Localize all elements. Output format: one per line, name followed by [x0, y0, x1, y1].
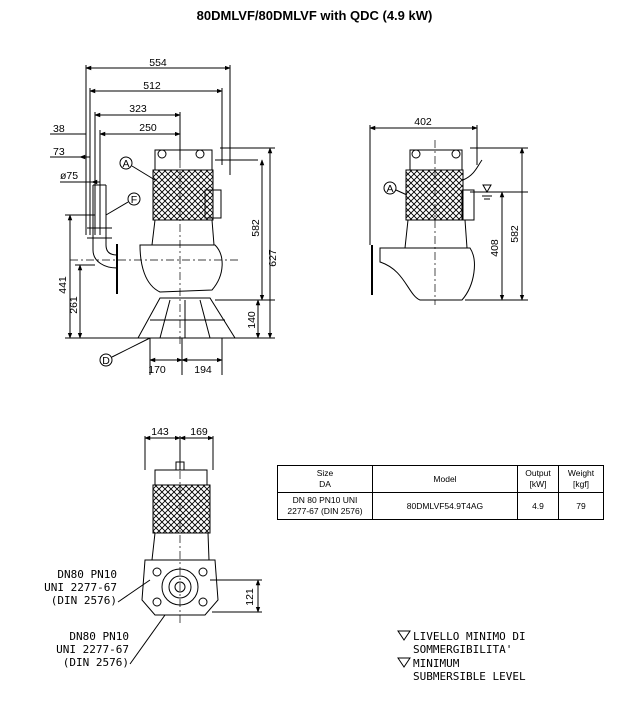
- level-triangle-icon: [397, 657, 411, 668]
- cell-size: DN 80 PN10 UNI 2277-67 (DIN 2576): [277, 492, 373, 520]
- dim-121: 121: [244, 588, 256, 606]
- dim-408: 408: [489, 239, 501, 257]
- table-row: DN 80 PN10 UNI 2277-67 (DIN 2576) 80DMLV…: [277, 492, 604, 520]
- balloon-a: A: [122, 158, 129, 170]
- dim-441: 441: [57, 276, 69, 294]
- front-view: [369, 125, 528, 305]
- callout-1-line-3: (DIN 2576): [51, 594, 117, 607]
- table-header-row: Size DA Model Output [kW] Weight [kgf]: [277, 465, 604, 493]
- callout-flange-2: DN80 PN10 UNI 2277-67 (DIN 2576): [56, 630, 129, 669]
- side-view-dimensions: 554 512 323 250 38 73 ø75 441 261 582 62…: [53, 57, 279, 376]
- bottom-view: [117, 435, 262, 665]
- dim-323: 323: [129, 103, 147, 115]
- level-triangle-icon: [397, 630, 411, 641]
- callout-1-line-2: UNI 2277-67: [44, 581, 117, 594]
- dim-261: 261: [68, 296, 80, 314]
- dim-627: 627: [267, 249, 279, 267]
- legend-line-1: LIVELLO MINIMO DI: [413, 630, 526, 643]
- dim-140: 140: [246, 311, 258, 329]
- cell-model: 80DMLVF54.9T4AG: [372, 492, 518, 520]
- water-level-legend: LIVELLO MINIMO DI SOMMERGIBILITA' MINIMU…: [397, 630, 526, 683]
- header-model: Model: [372, 465, 518, 493]
- dim-402: 402: [414, 116, 432, 128]
- dim-554: 554: [149, 57, 167, 69]
- callout-flange-1: DN80 PN10 UNI 2277-67 (DIN 2576): [44, 568, 117, 607]
- legend-line-3: MINIMUM: [413, 657, 460, 670]
- dim-38: 38: [53, 123, 65, 135]
- dim-194: 194: [194, 364, 212, 376]
- bottom-view-dimensions: 143 169 121: [151, 426, 256, 606]
- header-weight: Weight [kgf]: [558, 465, 604, 493]
- dim-73: 73: [53, 146, 65, 158]
- callout-1-line-1: DN80 PN10: [57, 568, 117, 581]
- dim-582-front: 582: [509, 225, 521, 243]
- balloon-a-front: A: [386, 183, 393, 195]
- dim-250: 250: [139, 122, 157, 134]
- side-view: [50, 65, 275, 375]
- cell-weight: 79: [558, 492, 604, 520]
- dim-143: 143: [151, 426, 169, 438]
- header-size: Size DA: [277, 465, 373, 493]
- front-view-dimensions: 402 408 582 A: [386, 116, 521, 257]
- dim-170: 170: [148, 364, 166, 376]
- cell-output: 4.9: [517, 492, 559, 520]
- spec-table: Size DA Model Output [kW] Weight [kgf] D…: [277, 465, 604, 520]
- balloon-d: D: [102, 355, 110, 367]
- header-output: Output [kW]: [517, 465, 559, 493]
- page-title: 80DMLVF/80DMLVF with QDC (4.9 kW): [196, 8, 433, 23]
- legend-line-2: SOMMERGIBILITA': [413, 643, 512, 656]
- legend-line-4: SUBMERSIBLE LEVEL: [413, 670, 526, 683]
- callout-2-line-2: UNI 2277-67: [56, 643, 129, 656]
- dim-75: ø75: [60, 170, 78, 182]
- dim-582: 582: [250, 219, 262, 237]
- balloon-f: F: [131, 194, 137, 206]
- dim-169: 169: [190, 426, 208, 438]
- callout-2-line-3: (DIN 2576): [63, 656, 129, 669]
- callout-2-line-1: DN80 PN10: [69, 630, 129, 643]
- dim-512: 512: [143, 80, 161, 92]
